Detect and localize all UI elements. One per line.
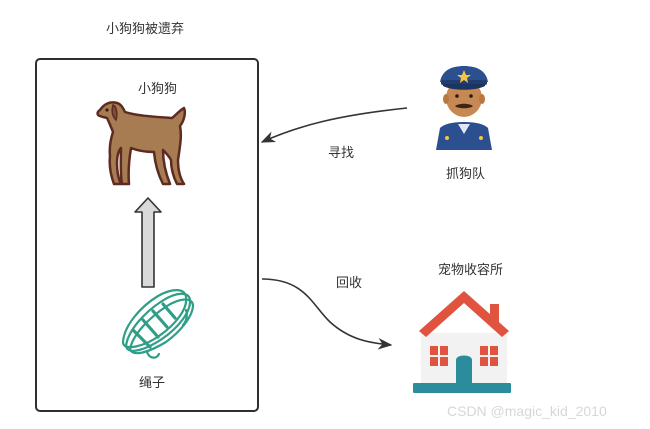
- catcher-label: 抓狗队: [446, 167, 486, 182]
- shelter-label: 宠物收容所: [438, 263, 504, 278]
- watermark: CSDN @magic_kid_2010: [447, 403, 607, 419]
- search-edge-label: 寻找: [328, 146, 355, 161]
- dog-icon: [96, 101, 187, 186]
- search-edge: [260, 107, 408, 143]
- collect-edge-label: 回收: [336, 276, 363, 291]
- collect-edge: [261, 278, 393, 350]
- rope-icon: [121, 289, 195, 359]
- house-icon: [413, 291, 511, 393]
- rope-label: 绳子: [139, 376, 166, 391]
- up-arrow: [134, 197, 162, 288]
- police-officer-icon: [436, 66, 492, 150]
- group-title: 小狗狗被遗弃: [106, 22, 185, 37]
- abandoned-dog-group: [35, 58, 259, 412]
- dog-label: 小狗狗: [138, 82, 178, 97]
